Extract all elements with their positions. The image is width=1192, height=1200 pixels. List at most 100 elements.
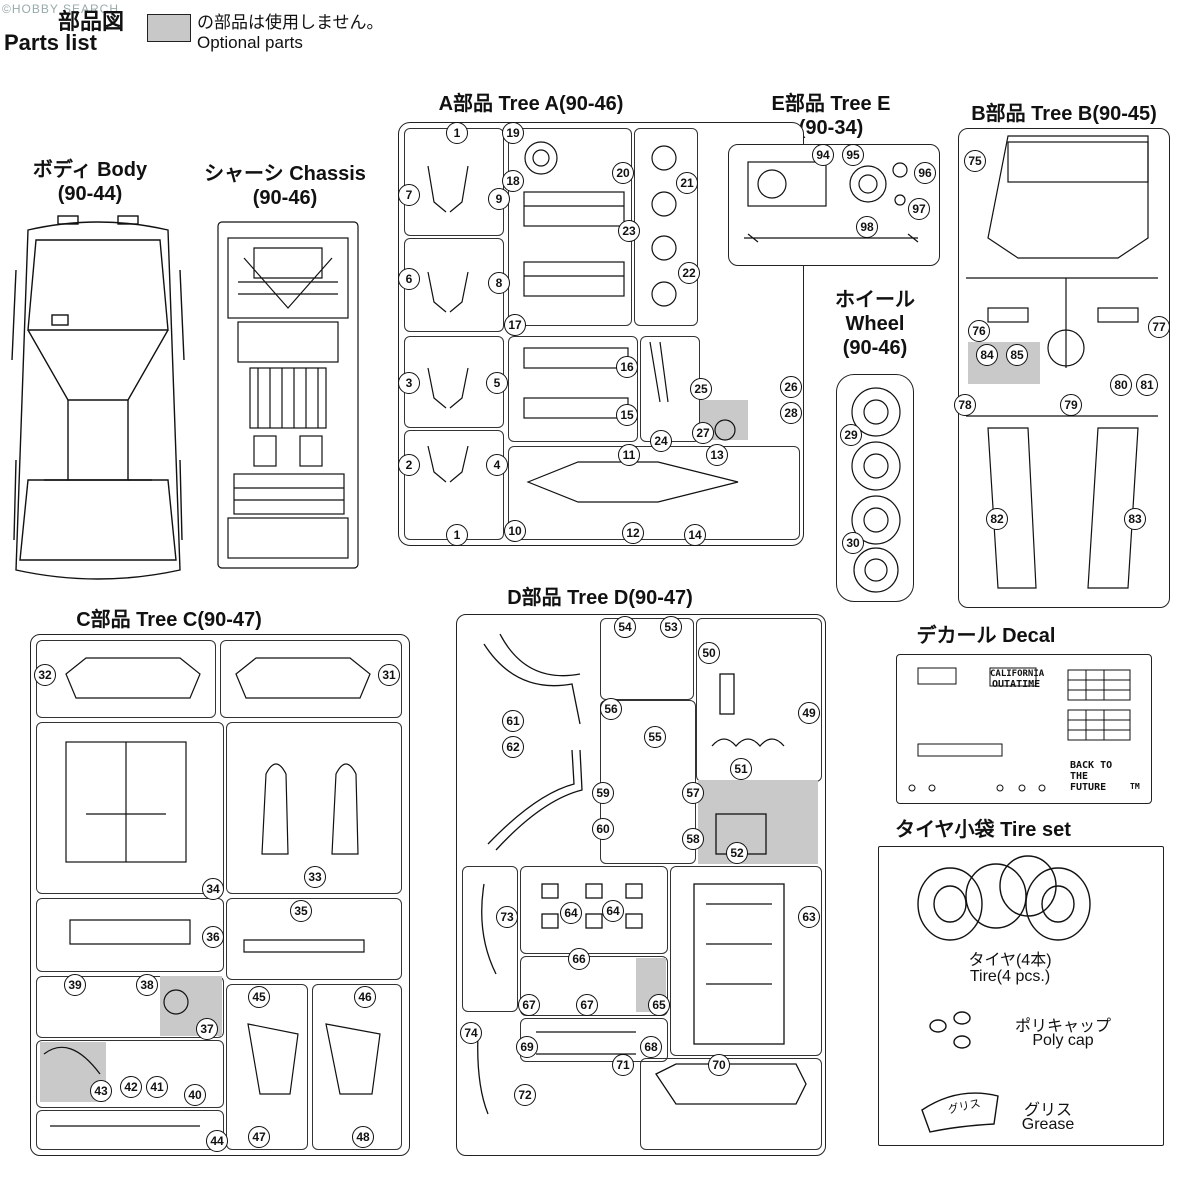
part-number-tag: 58 xyxy=(682,828,704,850)
part-number-tag: 32 xyxy=(34,664,56,686)
part-number-tag: 78 xyxy=(954,394,976,416)
part-number-tag: 63 xyxy=(798,906,820,928)
tree-d-cell-8 xyxy=(670,866,822,1056)
part-number-tag: 22 xyxy=(678,262,700,284)
part-number-tag: 48 xyxy=(352,1126,374,1148)
decal-logo: BACK TO THE FUTURE xyxy=(1070,760,1113,793)
wheel-parts xyxy=(851,387,901,593)
part-number-tag: 70 xyxy=(708,1054,730,1076)
part-number-tag: 76 xyxy=(968,320,990,342)
part-number-tag: 11 xyxy=(618,444,640,466)
part-number-tag: 55 xyxy=(644,726,666,748)
part-number-tag: 83 xyxy=(1124,508,1146,530)
part-number-tag: 12 xyxy=(622,522,644,544)
chassis-header-line2: (90-46) xyxy=(252,187,318,209)
part-number-tag: 95 xyxy=(842,144,864,166)
body-header-line1: ボディ Body xyxy=(32,159,148,181)
part-number-tag: 84 xyxy=(976,344,998,366)
part-number-tag: 54 xyxy=(614,616,636,638)
tire-en: Tire(4 pcs.) xyxy=(969,968,1051,985)
tree-b-header: B部品 Tree B(90-45) xyxy=(971,103,1157,125)
tree-c-cell-10 xyxy=(226,984,308,1150)
part-number-tag: 10 xyxy=(504,520,526,542)
part-number-tag: 25 xyxy=(690,378,712,400)
part-number-tag: 44 xyxy=(206,1130,228,1152)
part-number-tag: 43 xyxy=(90,1080,112,1102)
part-number-tag: 23 xyxy=(618,220,640,242)
part-number-tag: 15 xyxy=(616,404,638,426)
page-title-en: Parts list xyxy=(4,30,97,55)
part-number-tag: 52 xyxy=(726,842,748,864)
part-number-tag: 53 xyxy=(660,616,682,638)
tree-e-header-line2: (90-34) xyxy=(798,117,864,139)
part-number-tag: 41 xyxy=(146,1076,168,1098)
part-number-tag: 14 xyxy=(684,524,706,546)
part-number-tag: 9 xyxy=(488,188,510,210)
part-number-tag: 34 xyxy=(202,878,224,900)
part-number-tag: 85 xyxy=(1006,344,1028,366)
optional-parts-swatch xyxy=(147,14,191,42)
part-number-tag: 24 xyxy=(650,430,672,452)
poly-cap-jp: ポリキャップ xyxy=(1014,1018,1111,1035)
part-number-tag: 33 xyxy=(304,866,326,888)
part-number-tag: 75 xyxy=(964,150,986,172)
part-number-tag: 77 xyxy=(1148,316,1170,338)
part-number-tag: 66 xyxy=(568,948,590,970)
decal-tm: TM xyxy=(1130,782,1140,791)
tire-jp: タイヤ(4本) xyxy=(968,952,1052,969)
part-number-tag: 56 xyxy=(600,698,622,720)
decal-artwork xyxy=(908,667,1131,792)
part-number-tag: 38 xyxy=(136,974,158,996)
tree-c-cell-6 xyxy=(226,898,402,980)
part-number-tag: 39 xyxy=(64,974,86,996)
part-number-tag: 20 xyxy=(612,162,634,184)
part-number-tag: 67 xyxy=(576,994,598,1016)
wheel-sprue xyxy=(836,374,914,602)
part-number-tag: 7 xyxy=(398,184,420,206)
chassis-header-line1: シャーシ Chassis xyxy=(204,163,366,185)
chassis-drawing xyxy=(217,221,359,569)
legend-text-jp: の部品は使用しません。 xyxy=(197,13,384,32)
part-number-tag: 5 xyxy=(486,372,508,394)
grease-en: Grease xyxy=(1021,1116,1075,1133)
tree-a-header: A部品 Tree A(90-46) xyxy=(438,93,624,115)
part-number-tag: 69 xyxy=(516,1036,538,1058)
tree-c-header: C部品 Tree C(90-47) xyxy=(76,609,262,631)
wheel-header-line2: Wheel xyxy=(845,313,905,335)
body-header: ボディ Body (90-44) xyxy=(10,158,170,206)
part-number-tag: 28 xyxy=(780,402,802,424)
part-number-tag: 72 xyxy=(514,1084,536,1106)
legend-text-en: Optional parts xyxy=(197,33,303,52)
tree-d-cell-9 xyxy=(640,1058,822,1150)
part-number-tag: 59 xyxy=(592,782,614,804)
part-number-tag: 17 xyxy=(504,314,526,336)
tree-c-cell-8 xyxy=(36,1040,224,1108)
part-number-tag: 67 xyxy=(518,994,540,1016)
part-number-tag: 6 xyxy=(398,268,420,290)
tree-c-cell-4 xyxy=(226,722,402,894)
tree-d-cell-5 xyxy=(520,866,668,954)
poly-cap-en: Poly cap xyxy=(1032,1032,1094,1049)
tire-set-box xyxy=(878,846,1164,1146)
tree-a-cell-7 xyxy=(508,336,638,442)
part-number-tag: 49 xyxy=(798,702,820,724)
part-number-tag: 27 xyxy=(692,422,714,444)
part-number-tag: 47 xyxy=(248,1126,270,1148)
wheel-header-line1: ホイール xyxy=(835,289,915,311)
chassis-header: シャーシ Chassis (90-46) xyxy=(188,162,382,210)
part-number-tag: 45 xyxy=(248,986,270,1008)
part-number-tag: 96 xyxy=(914,162,936,184)
tree-e-header: E部品 Tree E (90-34) xyxy=(728,92,934,140)
tree-c-cell-9 xyxy=(36,1110,224,1150)
tree-d-cell-6 xyxy=(520,956,668,1016)
part-number-tag: 42 xyxy=(120,1076,142,1098)
decal-plate-state: CALIFORNIA xyxy=(990,669,1045,679)
part-number-tag: 37 xyxy=(196,1018,218,1040)
part-number-tag: 51 xyxy=(730,758,752,780)
part-number-tag: 97 xyxy=(908,198,930,220)
part-number-tag: 35 xyxy=(290,900,312,922)
part-number-tag: 81 xyxy=(1136,374,1158,396)
tree-c-cell-3 xyxy=(36,722,224,894)
part-number-tag: 57 xyxy=(682,782,704,804)
part-number-tag: 50 xyxy=(698,642,720,664)
